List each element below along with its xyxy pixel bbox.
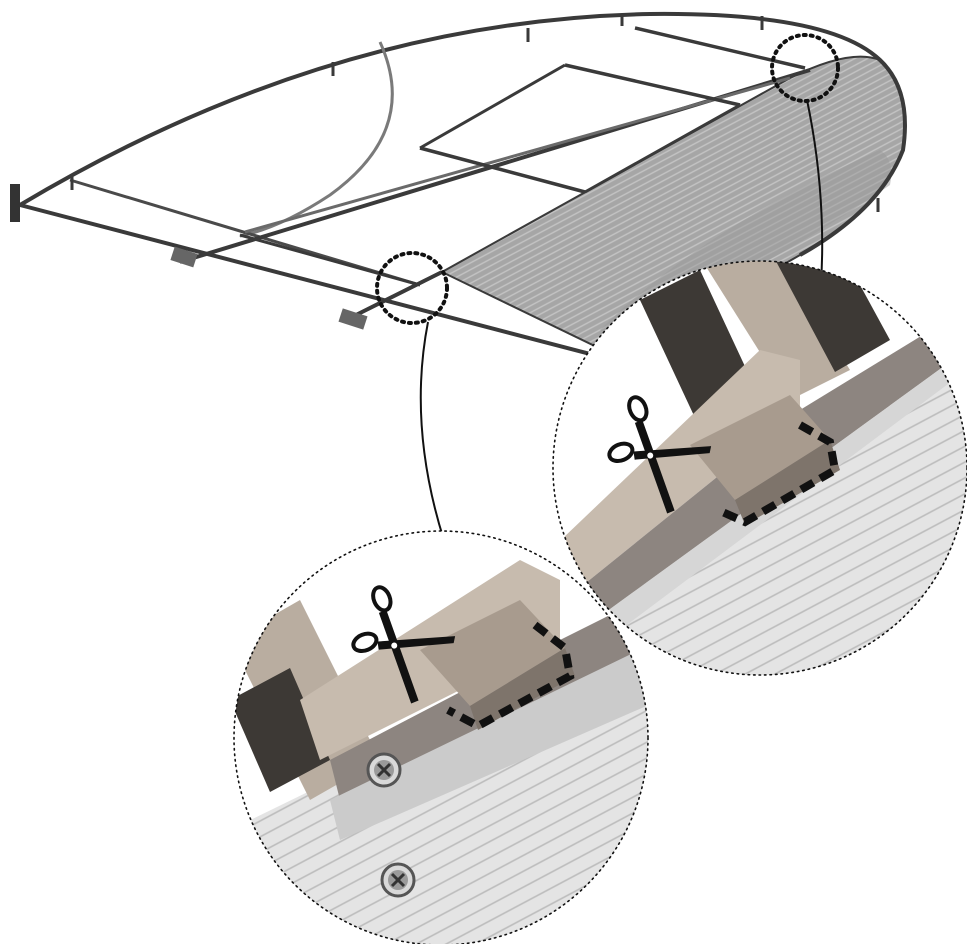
detail-callout-right bbox=[553, 261, 967, 675]
side-rail-front bbox=[19, 203, 637, 368]
scissors-icon bbox=[607, 395, 712, 514]
mount-bracket-3 bbox=[338, 308, 368, 330]
cross-bar-4 bbox=[239, 233, 421, 287]
screw-icon bbox=[366, 752, 402, 788]
scissors-icon bbox=[351, 585, 456, 704]
detail-callout-left bbox=[234, 531, 648, 944]
cross-bar-3 bbox=[634, 26, 806, 70]
detail-target-right bbox=[770, 33, 840, 103]
mount-bracket-2 bbox=[170, 246, 198, 268]
outer-hoop bbox=[18, 11, 907, 257]
cut-line-right bbox=[716, 421, 840, 527]
center-rail-2 bbox=[244, 76, 791, 234]
cross-bar-2 bbox=[564, 63, 741, 107]
cross-bar-1 bbox=[419, 146, 586, 194]
inner-arc bbox=[239, 41, 394, 238]
detail-circle-left-border bbox=[233, 530, 649, 944]
rear-rail bbox=[349, 270, 443, 320]
mount-bracket-1 bbox=[10, 184, 20, 222]
screw-icon bbox=[380, 862, 416, 898]
cross-bar-6 bbox=[584, 103, 741, 194]
cross-bar-5 bbox=[419, 63, 566, 150]
cut-line-left bbox=[446, 621, 575, 731]
bimini-frame bbox=[10, 11, 907, 420]
detail-circle-right-border bbox=[552, 260, 967, 676]
detail-target-left bbox=[375, 251, 449, 325]
